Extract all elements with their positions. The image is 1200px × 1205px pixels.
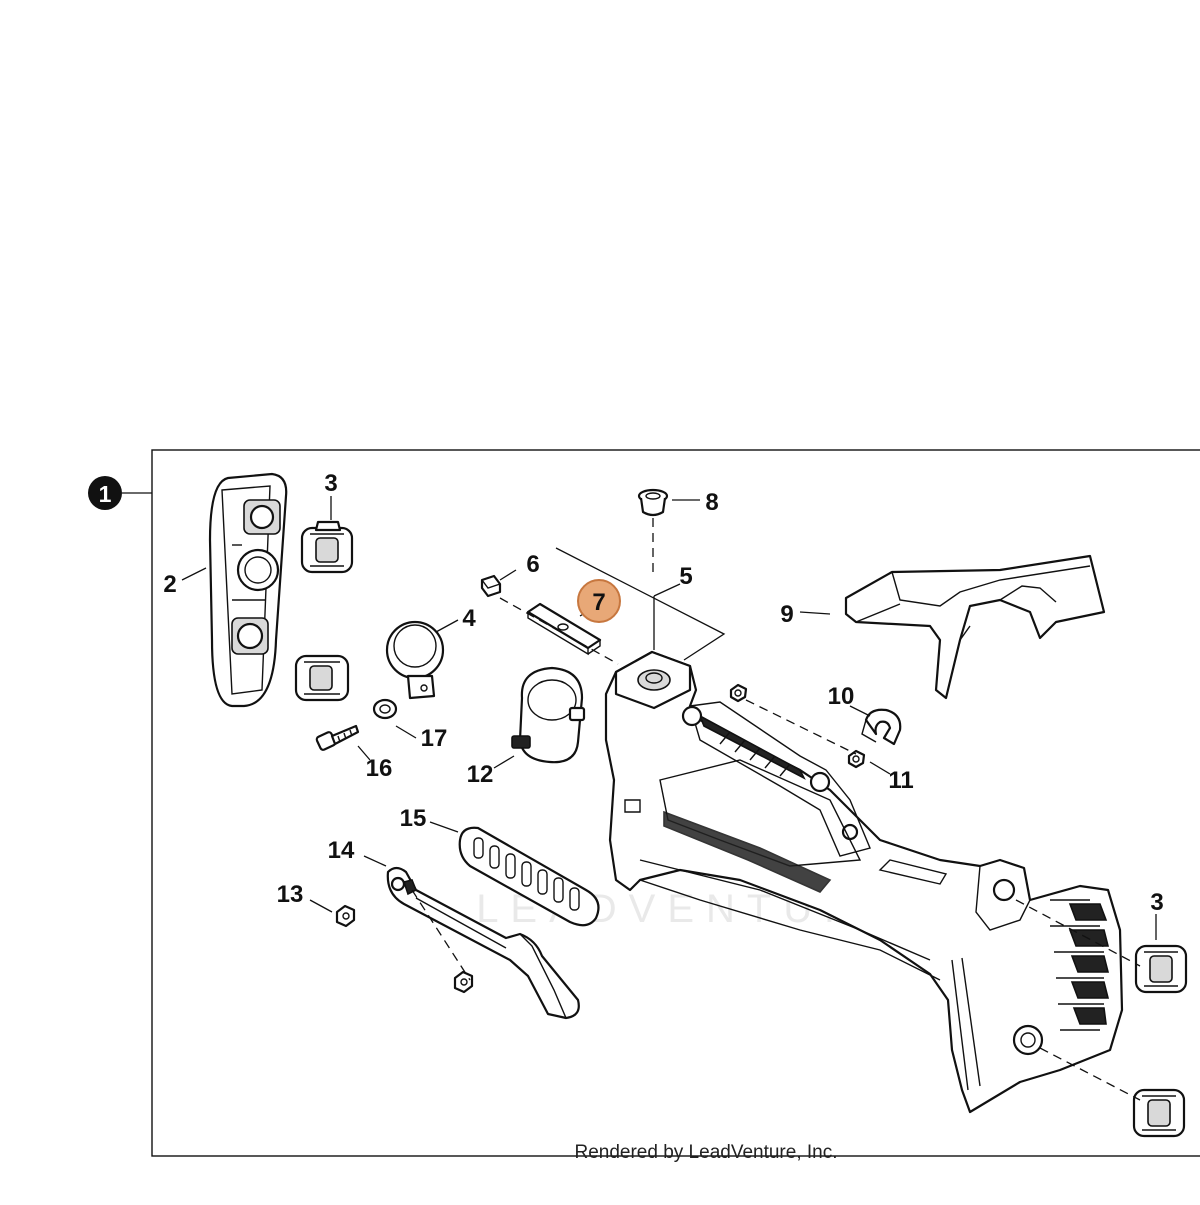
callout-3-right[interactable]: 3 <box>1150 889 1163 916</box>
part-8-grommet <box>637 488 669 517</box>
part-11-nut-lower <box>847 749 866 769</box>
part-16-screw <box>315 724 360 751</box>
part-14-lever <box>386 866 580 1020</box>
part-3-nut-upper <box>300 520 354 574</box>
assembly-frame <box>151 449 1200 1157</box>
callout-3-left[interactable]: 3 <box>324 470 337 497</box>
part-15-strip <box>458 826 600 927</box>
part-3-nut-right-lower <box>1132 1088 1186 1138</box>
part-17-washer <box>372 698 398 720</box>
callouts: 2 3 3 4 5 6 8 9 10 11 12 13 14 15 16 17 … <box>163 470 1163 916</box>
callout-17[interactable]: 17 <box>421 725 448 752</box>
part-13-screw <box>335 904 356 928</box>
part-10-clip <box>861 708 902 746</box>
callout-15[interactable]: 15 <box>400 805 427 832</box>
callout-5[interactable]: 5 <box>679 563 692 590</box>
part-3-nut-right-upper <box>1134 944 1188 994</box>
callout-12[interactable]: 12 <box>467 761 494 788</box>
callout-8[interactable]: 8 <box>705 489 718 516</box>
callout-9[interactable]: 9 <box>780 601 793 628</box>
leader-lines <box>181 496 1157 940</box>
assembly-dash-lines <box>411 518 1141 1101</box>
footer-credit: Rendered by LeadVenture, Inc. <box>574 1142 837 1163</box>
callout-7-highlight[interactable]: 7 <box>577 579 621 623</box>
callout-14[interactable]: 14 <box>328 837 355 864</box>
part-13-screw-second <box>453 970 474 994</box>
part-4-clamp <box>385 620 445 700</box>
callout-4[interactable]: 4 <box>462 605 476 632</box>
assembly-badge-label: 1 <box>99 481 112 507</box>
callout-11[interactable]: 11 <box>888 767 913 794</box>
callout-10[interactable]: 10 <box>828 683 855 710</box>
assembly-badge[interactable]: 1 <box>88 476 152 510</box>
part-9-cover <box>844 554 1106 700</box>
part-5-main-housing <box>604 650 1124 1114</box>
callout-16[interactable]: 16 <box>366 755 393 782</box>
part-6-block <box>480 574 502 598</box>
callout-2[interactable]: 2 <box>163 571 176 598</box>
part-2-side-cover <box>208 472 288 708</box>
part-12-ring <box>511 666 586 764</box>
callout-7[interactable]: 7 <box>592 589 605 616</box>
part-11-nut-upper <box>729 683 748 703</box>
callout-6[interactable]: 6 <box>526 551 539 578</box>
part-3-nut-lower <box>294 654 350 702</box>
callout-13[interactable]: 13 <box>277 881 304 908</box>
